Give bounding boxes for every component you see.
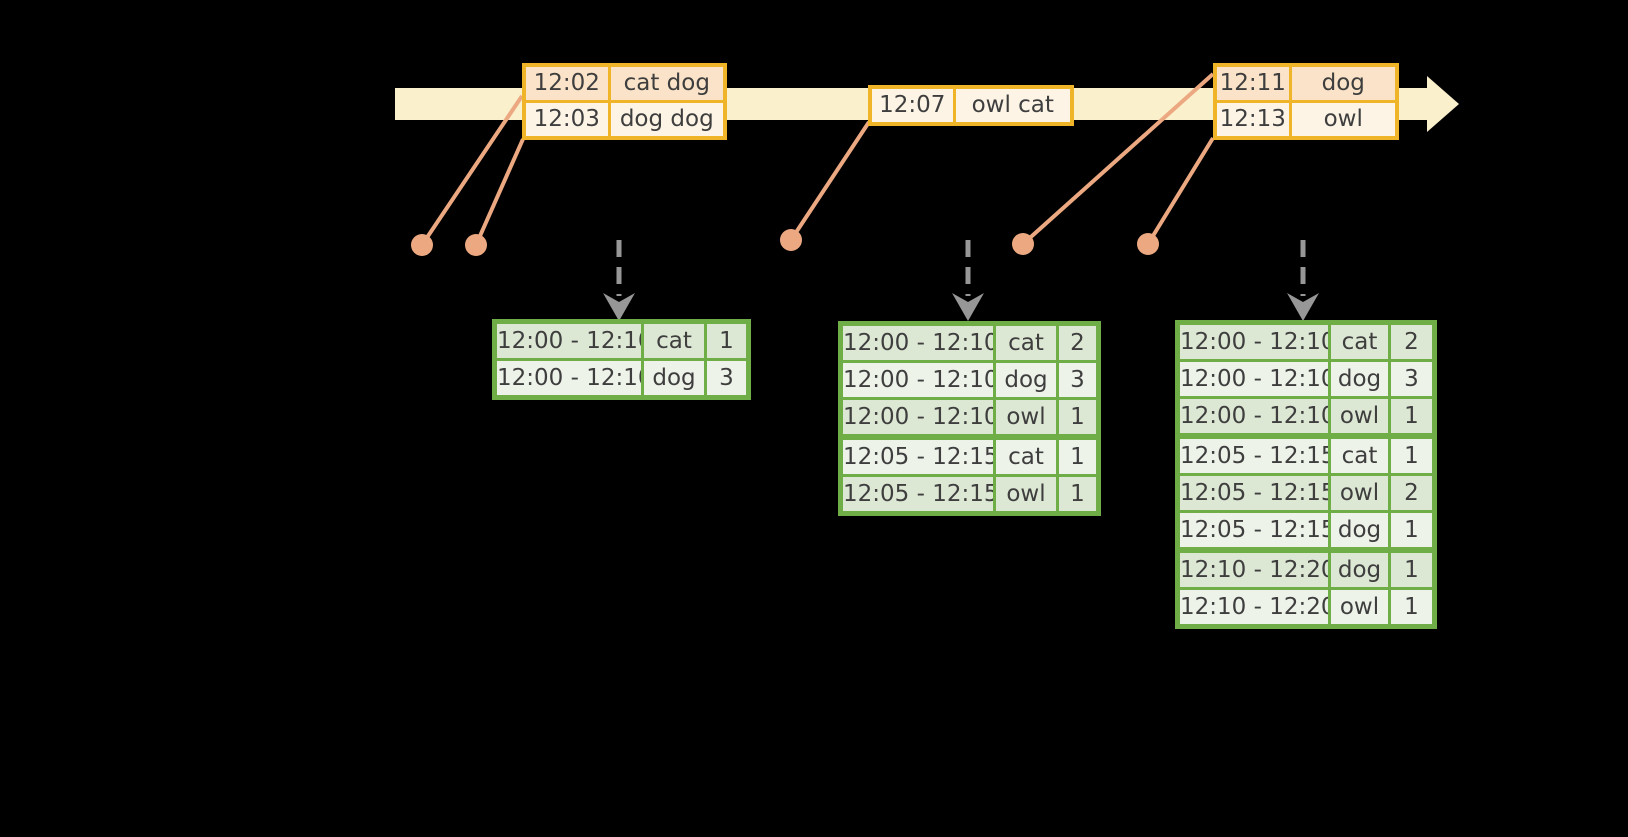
trigger-arrow-icon-3: [1287, 293, 1319, 321]
event-row: 12:11 dog: [1213, 63, 1399, 103]
count-cell: 3: [1388, 359, 1436, 399]
result-row: 12:00 - 12:10 owl 1: [839, 397, 1100, 439]
word-cell: cat: [993, 434, 1059, 477]
connector-line-1: [420, 94, 524, 247]
event-time-cell: 12:02: [522, 63, 611, 103]
result-row: 12:00 - 12:10 cat 1: [493, 320, 750, 361]
event-time-cell: 12:07: [868, 85, 956, 126]
window-cell: 12:00 - 12:10: [493, 358, 644, 399]
window-cell: 12:10 - 12:20: [1176, 587, 1331, 628]
result-row: 12:05 - 12:15 owl 2: [1176, 473, 1436, 513]
event-words-cell: dog dog: [607, 100, 727, 140]
connector-line-4: [1021, 72, 1215, 246]
word-cell: dog: [993, 360, 1059, 400]
event-row: 12:13 owl: [1213, 100, 1399, 140]
window-cell: 12:05 - 12:15: [1176, 510, 1331, 552]
window-cell: 12:00 - 12:10: [1176, 359, 1331, 399]
window-cell: 12:00 - 12:10: [839, 322, 996, 363]
event-time-cell: 12:13: [1213, 100, 1292, 140]
event-row: 12:03 dog dog: [522, 100, 727, 140]
event-time-cell: 12:11: [1213, 63, 1292, 103]
window-cell: 12:00 - 12:10: [493, 320, 644, 361]
trigger-arrow-icon-1: [603, 293, 635, 321]
window-cell: 12:10 - 12:20: [1176, 547, 1331, 590]
event-words-cell: owl: [1288, 100, 1399, 140]
count-cell: 2: [1388, 473, 1436, 513]
event-words-cell: dog: [1288, 63, 1399, 103]
event-dot-1: [411, 234, 433, 256]
result-table-1: 12:00 - 12:10 cat 1 12:00 - 12:10 dog 3: [492, 319, 751, 400]
result-row: 12:05 - 12:15 dog 1: [1176, 510, 1436, 552]
event-words-cell: cat dog: [607, 63, 727, 103]
result-table-3: 12:00 - 12:10 cat 2 12:00 - 12:10 dog 3 …: [1175, 320, 1437, 629]
word-cell: owl: [1328, 396, 1391, 438]
event-dot-3: [780, 229, 802, 251]
word-cell: dog: [1328, 547, 1391, 590]
count-cell: 1: [1056, 397, 1100, 439]
result-row: 12:05 - 12:15 owl 1: [839, 474, 1100, 515]
result-row: 12:05 - 12:15 cat 1: [839, 434, 1100, 477]
window-cell: 12:00 - 12:10: [839, 397, 996, 439]
count-cell: 2: [1056, 322, 1100, 363]
word-cell: owl: [1328, 587, 1391, 628]
word-cell: cat: [1328, 433, 1391, 476]
result-row: 12:00 - 12:10 cat 2: [1176, 321, 1436, 362]
event-table-1: 12:02 cat dog 12:03 dog dog: [522, 63, 727, 140]
result-row: 12:00 - 12:10 dog 3: [1176, 359, 1436, 399]
result-row: 12:00 - 12:10 dog 3: [839, 360, 1100, 400]
event-dot-5: [1137, 233, 1159, 255]
word-cell: cat: [641, 320, 707, 361]
count-cell: 1: [1388, 510, 1436, 552]
result-row: 12:10 - 12:20 dog 1: [1176, 547, 1436, 590]
count-cell: 1: [1388, 433, 1436, 476]
window-cell: 12:00 - 12:10: [1176, 396, 1331, 438]
window-cell: 12:05 - 12:15: [1176, 473, 1331, 513]
result-row: 12:05 - 12:15 cat 1: [1176, 433, 1436, 476]
event-time-cell: 12:03: [522, 100, 611, 140]
result-row: 12:00 - 12:10 cat 2: [839, 322, 1100, 363]
window-cell: 12:05 - 12:15: [839, 434, 996, 477]
count-cell: 1: [1056, 434, 1100, 477]
result-table-2: 12:00 - 12:10 cat 2 12:00 - 12:10 dog 3 …: [838, 321, 1101, 516]
count-cell: 3: [704, 358, 750, 399]
word-cell: dog: [1328, 510, 1391, 552]
word-cell: owl: [993, 474, 1059, 515]
event-words-cell: owl cat: [952, 85, 1074, 126]
count-cell: 1: [704, 320, 750, 361]
count-cell: 1: [1056, 474, 1100, 515]
result-row: 12:10 - 12:20 owl 1: [1176, 587, 1436, 628]
event-table-3: 12:11 dog 12:13 owl: [1213, 63, 1399, 140]
event-dot-4: [1012, 233, 1034, 255]
word-cell: cat: [1328, 321, 1391, 362]
window-cell: 12:00 - 12:10: [839, 360, 996, 400]
word-cell: dog: [1328, 359, 1391, 399]
connector-line-3: [789, 120, 871, 242]
event-row: 12:02 cat dog: [522, 63, 727, 103]
result-row: 12:00 - 12:10 owl 1: [1176, 396, 1436, 438]
window-cell: 12:05 - 12:15: [1176, 433, 1331, 476]
result-row: 12:00 - 12:10 dog 3: [493, 358, 750, 399]
word-cell: dog: [641, 358, 707, 399]
event-table-2: 12:07 owl cat: [868, 85, 1074, 126]
timeline-arrowhead-icon: [1427, 76, 1459, 132]
count-cell: 1: [1388, 396, 1436, 438]
event-dot-2: [465, 234, 487, 256]
word-cell: owl: [993, 397, 1059, 439]
word-cell: cat: [993, 322, 1059, 363]
window-cell: 12:00 - 12:10: [1176, 321, 1331, 362]
event-row: 12:07 owl cat: [868, 85, 1074, 126]
word-cell: owl: [1328, 473, 1391, 513]
count-cell: 1: [1388, 547, 1436, 590]
connector-line-5: [1146, 136, 1215, 246]
count-cell: 2: [1388, 321, 1436, 362]
connector-line-2: [474, 138, 525, 246]
trigger-arrow-icon-2: [952, 293, 984, 321]
count-cell: 3: [1056, 360, 1100, 400]
count-cell: 1: [1388, 587, 1436, 628]
window-cell: 12:05 - 12:15: [839, 474, 996, 515]
